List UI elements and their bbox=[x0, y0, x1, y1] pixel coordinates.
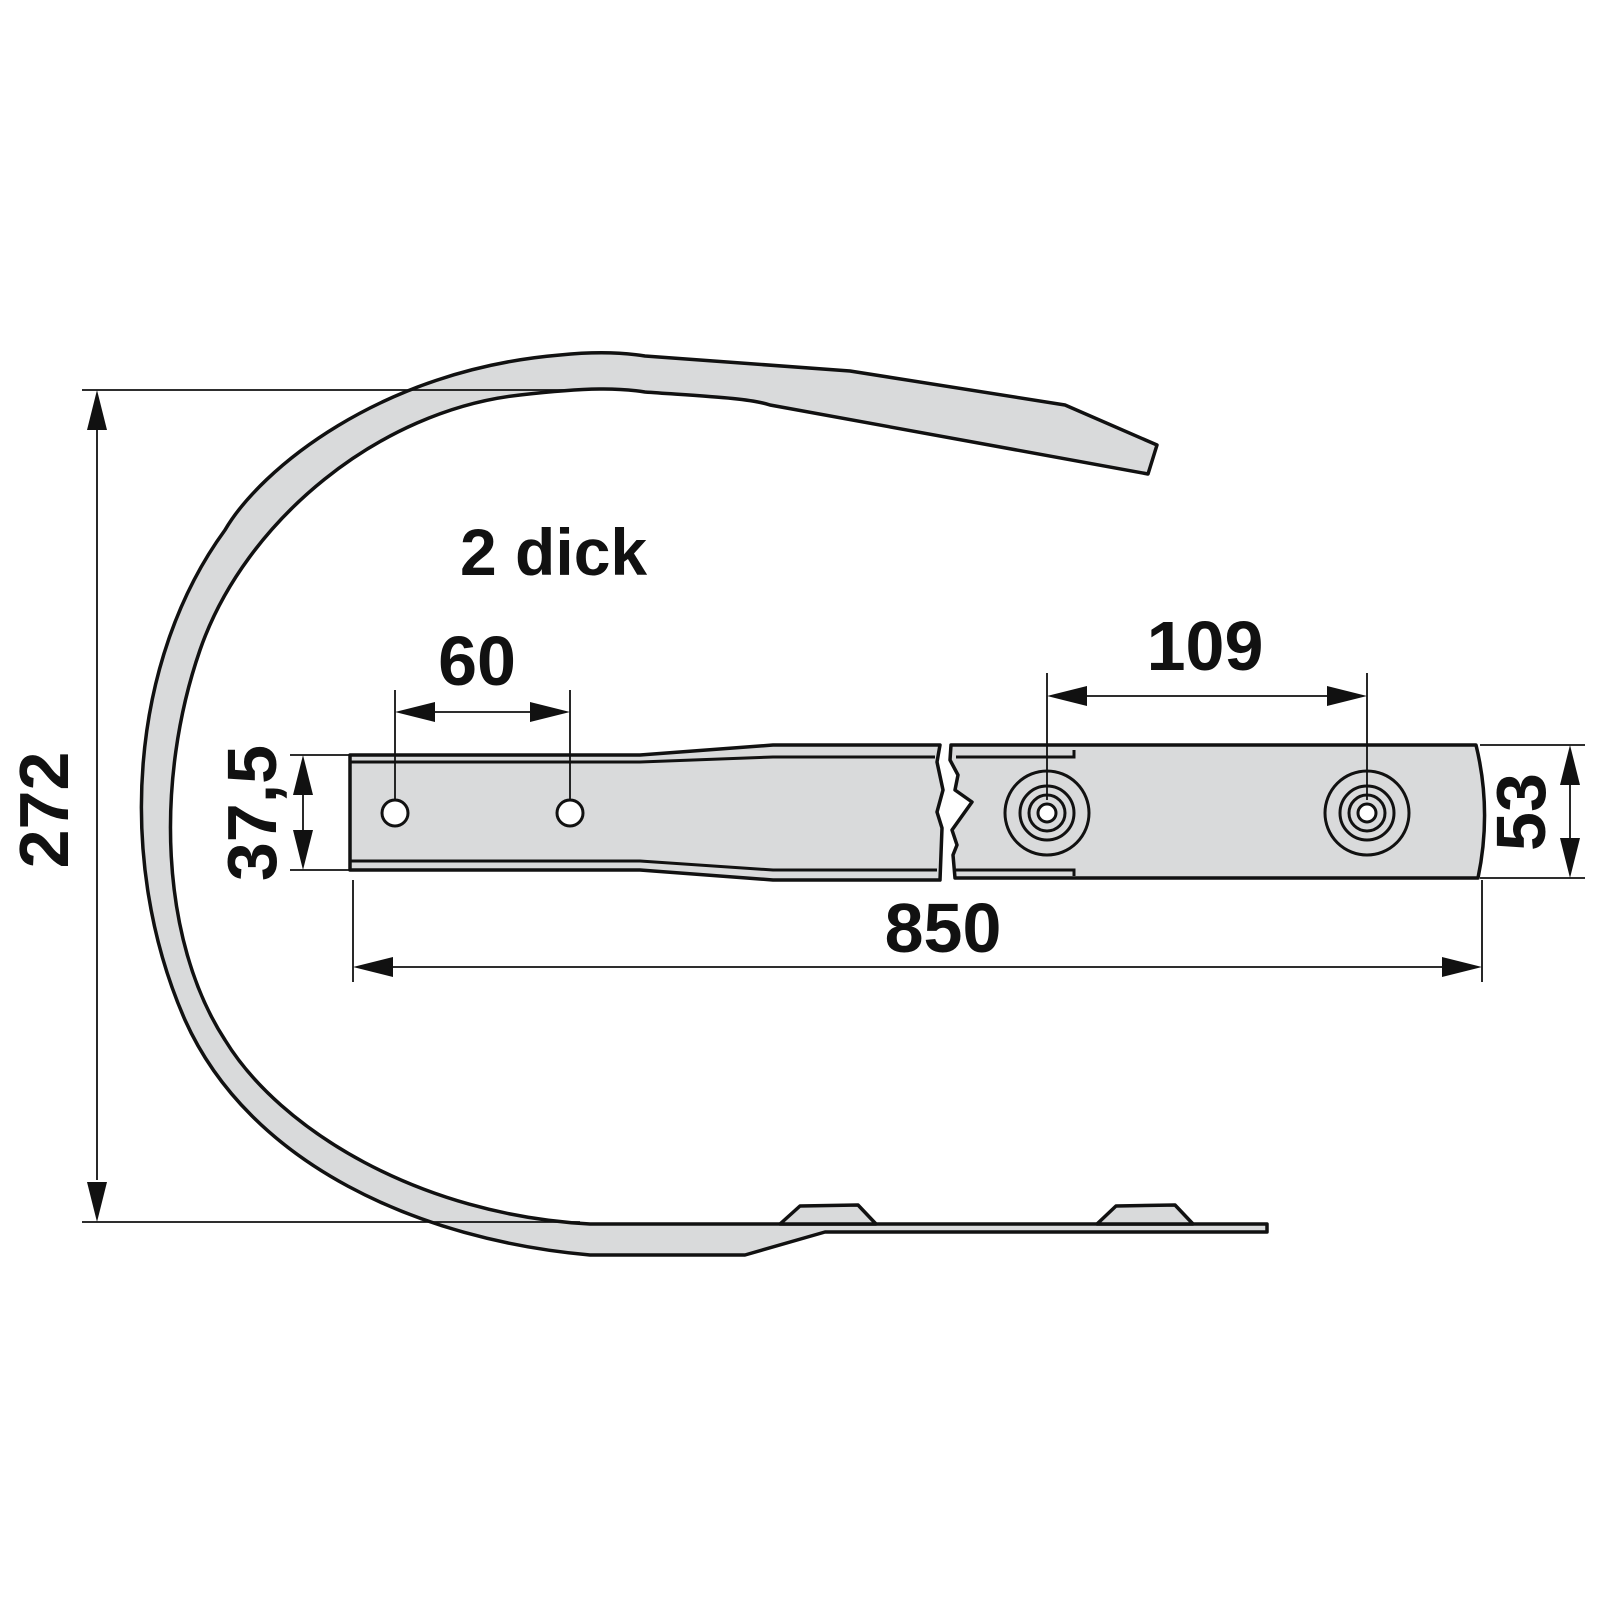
dimension-850: 850 bbox=[352, 880, 1483, 982]
tine-tab-right bbox=[1095, 1203, 1195, 1226]
thickness-note: 2 dick bbox=[460, 515, 647, 589]
tine-blade-inner-top bbox=[956, 750, 1076, 759]
shank-hole-1 bbox=[380, 798, 410, 828]
dimension-60-label: 60 bbox=[438, 622, 516, 700]
dimension-53: 53 bbox=[1480, 744, 1585, 879]
dimension-60: 60 bbox=[394, 622, 571, 800]
tine-shank-inner-top bbox=[350, 755, 935, 764]
dimension-109: 109 bbox=[1046, 607, 1368, 800]
tine-curved-body bbox=[139, 351, 1269, 1257]
dimension-272: 272 bbox=[5, 389, 580, 1223]
dimension-109-label: 109 bbox=[1147, 607, 1264, 685]
tine-side-view bbox=[139, 351, 1269, 1257]
dimension-37-5: 37,5 bbox=[213, 745, 352, 881]
tine-blade-inner-bottom bbox=[956, 868, 1076, 876]
tine-blade-right bbox=[948, 743, 1487, 880]
dimension-53-label: 53 bbox=[1482, 773, 1560, 851]
dimension-37-5-label: 37,5 bbox=[213, 745, 291, 881]
dimension-850-label: 850 bbox=[885, 889, 1002, 967]
dimension-272-label: 272 bbox=[5, 752, 83, 869]
tine-shank-left bbox=[348, 743, 945, 882]
tine-shank-inner-bottom bbox=[350, 859, 937, 872]
tine-tab-left bbox=[778, 1203, 878, 1226]
shank-hole-2 bbox=[555, 798, 585, 828]
tine-top-view bbox=[348, 743, 1487, 882]
